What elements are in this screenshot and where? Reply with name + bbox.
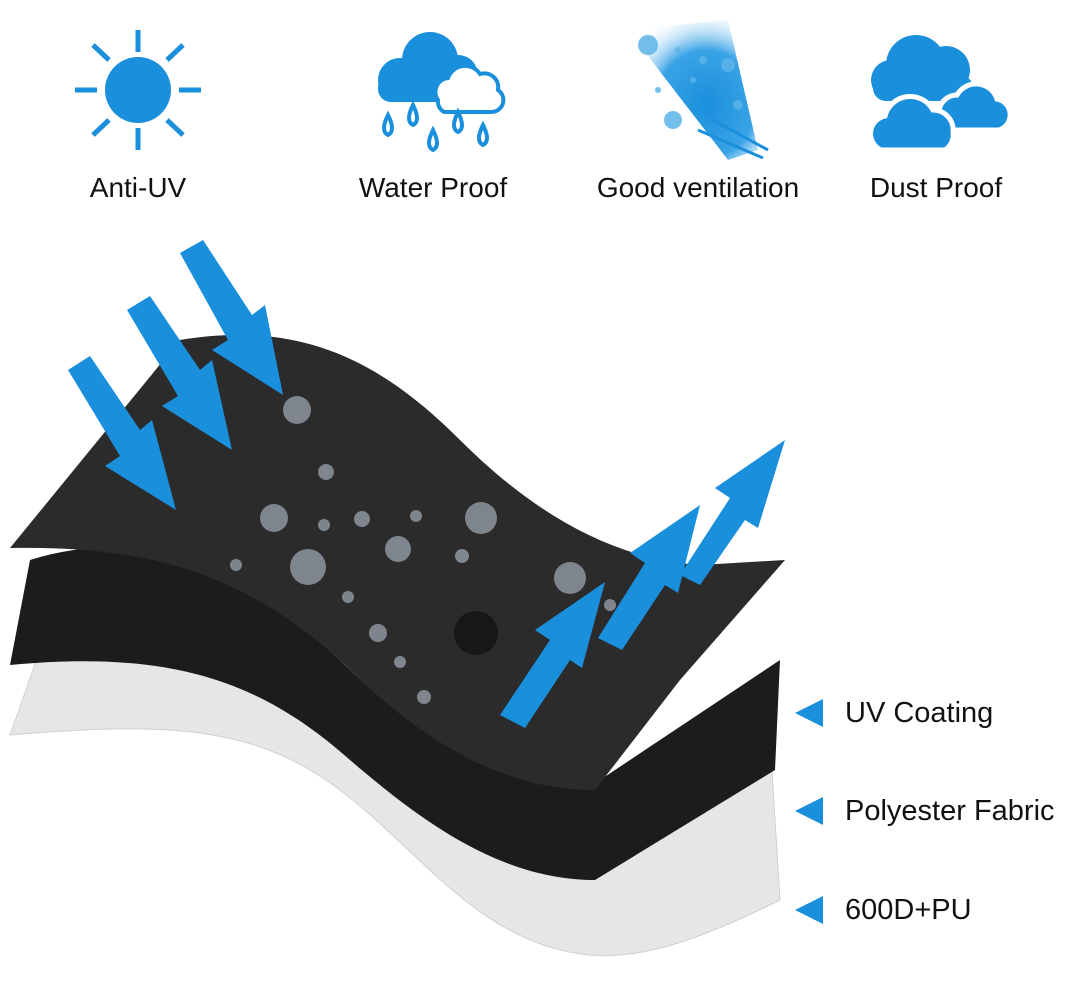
legend-label: 600D+PU — [845, 894, 972, 926]
triangle-pointer-icon — [795, 797, 823, 825]
legend-600d-pu: 600D+PU — [795, 890, 1084, 930]
ventilation-arrows-out — [500, 440, 785, 728]
legend-label: UV Coating — [845, 697, 994, 729]
feature-good-ventilation: Good ventilation — [578, 0, 818, 220]
water-droplets — [230, 396, 616, 704]
triangle-pointer-icon — [795, 699, 823, 727]
legend-uv-coating: UV Coating — [795, 693, 1084, 733]
fabric-layers-illustration — [9, 240, 785, 957]
air-spray-icon — [628, 20, 769, 160]
feature-anti-uv: Anti-UV — [18, 0, 258, 220]
uv-arrows-in — [68, 240, 283, 510]
feature-water-proof: Water Proof — [313, 0, 553, 220]
layer-polyester-fabric — [10, 547, 780, 880]
feature-label: Anti-UV — [89, 172, 187, 203]
legend-polyester-fabric: Polyester Fabric — [795, 791, 1084, 831]
triangle-pointer-icon — [795, 896, 823, 924]
rain-cloud-icon — [378, 32, 506, 153]
feature-label: Dust Proof — [869, 172, 1003, 203]
feature-label: Water Proof — [358, 172, 508, 203]
layer-uv-coating — [10, 334, 785, 790]
feature-label: Good ventilation — [596, 172, 800, 203]
legend-label: Polyester Fabric — [845, 795, 1055, 827]
sun-icon — [75, 30, 201, 150]
clouds-icon — [868, 35, 1011, 153]
feature-dust-proof: Dust Proof — [816, 0, 1056, 220]
